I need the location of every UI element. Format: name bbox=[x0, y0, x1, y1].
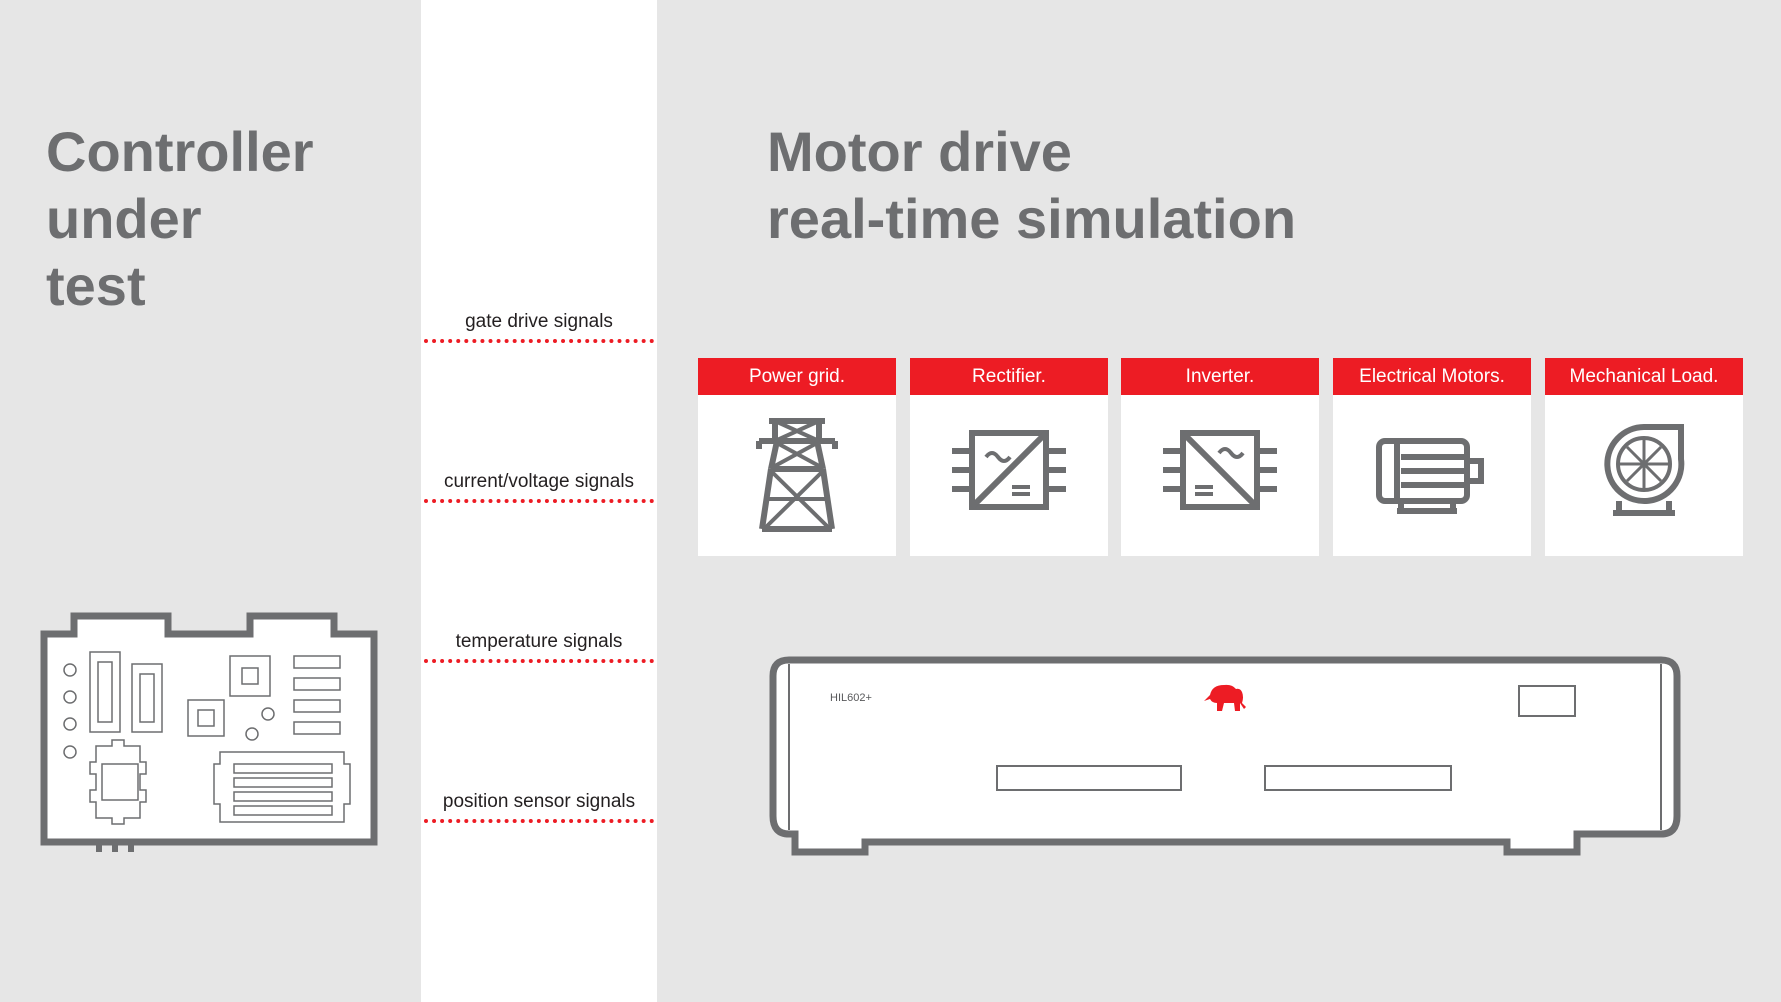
signal-current-voltage: current/voltage signals bbox=[421, 471, 657, 511]
hil-device bbox=[769, 656, 1681, 856]
device-model-label: HIL602+ bbox=[830, 692, 872, 704]
signal-label: current/voltage signals bbox=[443, 471, 635, 492]
signal-label: temperature signals bbox=[455, 631, 623, 652]
card-power-grid: Power grid. bbox=[698, 358, 896, 556]
signal-temperature: temperature signals bbox=[421, 631, 657, 671]
fan-load-icon bbox=[1604, 424, 1685, 516]
controller-board bbox=[40, 612, 378, 852]
card-title: Power grid. bbox=[698, 358, 896, 395]
card-title: Mechanical Load. bbox=[1545, 358, 1743, 395]
card-electrical-motors: Electrical Motors. bbox=[1333, 358, 1531, 556]
signal-line bbox=[424, 499, 654, 503]
signal-label: position sensor signals bbox=[442, 791, 636, 812]
card-mechanical-load: Mechanical Load. bbox=[1545, 358, 1743, 556]
signal-line bbox=[424, 339, 654, 343]
signal-gate-drive: gate drive signals bbox=[421, 311, 657, 351]
card-title: Rectifier. bbox=[910, 358, 1108, 395]
controller-title: Controller under test bbox=[46, 120, 314, 317]
motor-icon bbox=[1376, 438, 1484, 514]
inverter-icon bbox=[1163, 430, 1277, 510]
rectifier-icon bbox=[952, 430, 1066, 510]
signal-line bbox=[424, 659, 654, 663]
signal-label: gate drive signals bbox=[465, 311, 613, 332]
card-title: Inverter. bbox=[1121, 358, 1319, 395]
card-title: Electrical Motors. bbox=[1333, 358, 1531, 395]
signal-line bbox=[424, 819, 654, 823]
card-inverter: Inverter. bbox=[1121, 358, 1319, 556]
card-rectifier: Rectifier. bbox=[910, 358, 1108, 556]
transmission-tower-icon bbox=[756, 418, 838, 532]
elephant-logo-icon bbox=[1204, 684, 1246, 711]
simulation-title: Motor drive real-time simulation bbox=[767, 120, 1297, 250]
signal-position-sensor: position sensor signals bbox=[421, 791, 657, 831]
